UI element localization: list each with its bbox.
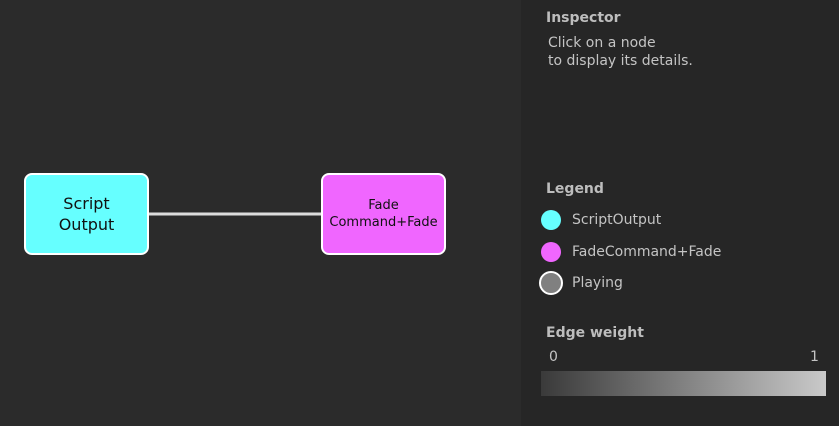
graph-canvas[interactable]: Script Output Fade Command+Fade bbox=[0, 0, 521, 426]
legend-swatch bbox=[541, 242, 561, 262]
edge-weight-gradient bbox=[541, 371, 826, 396]
side-panel: Inspector Click on a node to display its… bbox=[521, 0, 839, 426]
node-label: Fade Command+Fade bbox=[329, 197, 437, 231]
inspector-title: Inspector bbox=[546, 10, 621, 26]
edge-weight-max-label: 1 bbox=[810, 349, 819, 365]
node-label: Script Output bbox=[59, 193, 115, 235]
legend-label: FadeCommand+Fade bbox=[572, 244, 722, 260]
legend-item-playing: Playing bbox=[539, 271, 623, 295]
legend-swatch bbox=[539, 271, 563, 295]
legend-swatch bbox=[541, 210, 561, 230]
inspector-message-line: Click on a node bbox=[548, 35, 656, 51]
graph-edges bbox=[149, 212, 321, 216]
legend-item-fade-command: FadeCommand+Fade bbox=[541, 241, 721, 263]
node-label-line: Script bbox=[63, 194, 110, 213]
node-label-line: Output bbox=[58, 215, 115, 234]
inspector-message-line: to display its details. bbox=[548, 53, 693, 69]
edge-weight-min-label: 0 bbox=[549, 349, 558, 365]
legend-title: Legend bbox=[546, 181, 604, 197]
legend-label: Playing bbox=[572, 275, 623, 291]
node-label-line: Fade bbox=[368, 198, 399, 213]
node-label-line: Command+Fade bbox=[329, 215, 438, 230]
edge-weight-title: Edge weight bbox=[546, 325, 644, 341]
legend-label: ScriptOutput bbox=[572, 212, 662, 228]
legend-item-script-output: ScriptOutput bbox=[541, 209, 661, 231]
node-fade-command[interactable]: Fade Command+Fade bbox=[321, 173, 446, 255]
inspector-message: Click on a node to display its details. bbox=[548, 34, 693, 70]
node-script-output[interactable]: Script Output bbox=[24, 173, 149, 255]
